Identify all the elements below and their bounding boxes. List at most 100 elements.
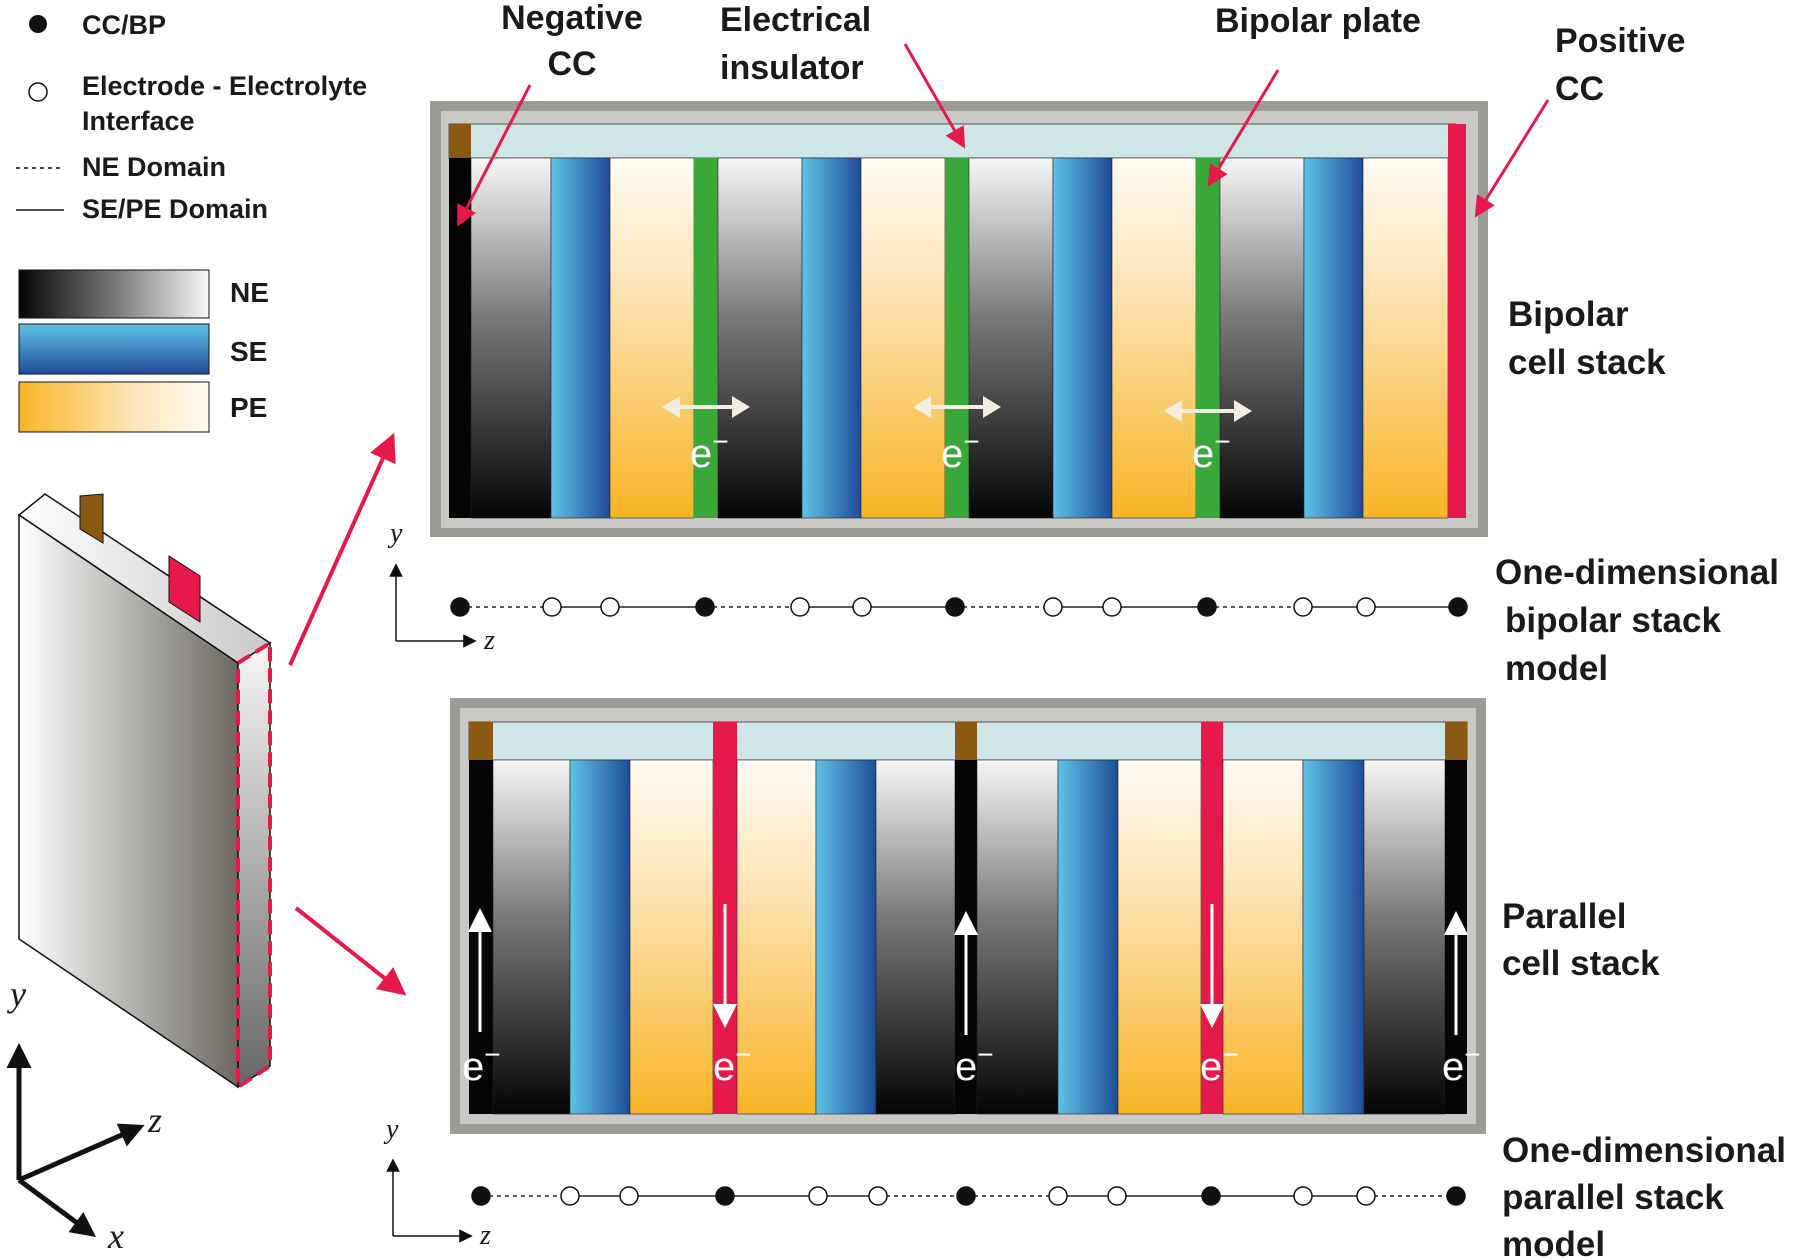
z-axis-label-3d: z: [147, 1100, 162, 1140]
z-axis-arrow-3d: [17, 1123, 145, 1183]
parallel-ne-layer-3: [976, 759, 1059, 1115]
bipolar-se-layer-1: [550, 157, 611, 519]
bipolar-1d-model: y z: [387, 518, 1468, 656]
bipolar-pe-layer-2: [860, 157, 946, 519]
bipolar-1d-interface-node: [852, 597, 872, 617]
bipolar-electron-arrow-3: [1164, 400, 1252, 422]
bipolar-pe-layer-3: [1111, 157, 1197, 519]
bipolar-1d-line: [450, 597, 1468, 617]
parallel-pe-layer-1: [629, 759, 714, 1115]
bipolar-1d-y-label: y: [387, 518, 403, 549]
parallel-1d-interface-node: [560, 1186, 580, 1206]
parallel-pe-layer-4: [1222, 759, 1304, 1115]
parallel-1d-interface-node: [1356, 1186, 1376, 1206]
bipolar-1d-interface-node: [1356, 597, 1376, 617]
parallel-ne-layer-1: [492, 759, 571, 1115]
bipolar-electron-arrow-1: [662, 396, 750, 418]
parallel-se-layer-4: [1302, 759, 1365, 1115]
parallel-tab-1: [469, 722, 493, 760]
bipolar-1d-cc-node: [945, 597, 965, 617]
bipolar-electron-label-1: e−: [690, 426, 729, 476]
bipolar-title-line1: Bipolar: [1508, 295, 1629, 334]
parallel-down-arrow-1: [713, 904, 737, 1028]
bipolar-positive-cc: [1448, 124, 1466, 518]
parallel-se-layer-3: [1057, 759, 1119, 1115]
bipolar-plate-2: [945, 158, 969, 518]
callout-negative-cc-line1: Negative: [501, 0, 643, 37]
parallel-cell-stack: e− e− e− e− e−: [450, 698, 1486, 1134]
bipolar-pe-layer-1: [609, 157, 695, 519]
bipolar-1d-cc-node: [695, 597, 715, 617]
positive-tab: [168, 555, 201, 623]
bipolar-ne-layer-2: [717, 157, 803, 519]
callout-bipolar-plate: Bipolar plate: [1215, 2, 1421, 40]
legend-interface-line1: Electrode - Electrolyte: [82, 71, 367, 101]
parallel-electron-label-1: e−: [462, 1039, 501, 1089]
ne-color-swatch: [18, 269, 210, 319]
parallel-se-layer-1: [569, 759, 631, 1115]
bipolar-model-line1: One-dimensional: [1495, 553, 1779, 592]
bipolar-1d-interface-node: [600, 597, 620, 617]
pe-color-swatch: [18, 381, 210, 433]
pointer-arrow-to-bipolar: [288, 432, 396, 666]
parallel-1d-cc-node: [1201, 1186, 1221, 1206]
bipolar-1d-cc-node: [1197, 597, 1217, 617]
se-color-swatch: [18, 323, 210, 375]
parallel-1d-cc-node: [1446, 1186, 1466, 1206]
pointer-arrow-to-parallel: [294, 906, 407, 996]
bipolar-pe-layer-4: [1362, 157, 1449, 519]
bipolar-plate-1: [694, 158, 718, 518]
legend-se-pe-domain: SE/PE Domain: [82, 194, 268, 224]
parallel-1d-interface-node: [1048, 1186, 1068, 1206]
callouts: Negative CC Electrical insulator Bipolar…: [457, 0, 1685, 227]
x-axis-label-3d: x: [107, 1216, 124, 1256]
callout-positive-cc-line2: CC: [1555, 70, 1604, 108]
bipolar-se-layer-2: [801, 157, 862, 519]
parallel-model-line3: model: [1502, 1225, 1605, 1260]
parallel-se-layer-2: [815, 759, 877, 1115]
parallel-ne-layer-4: [1363, 759, 1446, 1115]
bipolar-se-layer-4: [1303, 157, 1364, 519]
bipolar-1d-z-label: z: [483, 625, 495, 656]
parallel-tab-2: [955, 722, 977, 760]
callout-negative-cc-arrow: [457, 84, 532, 227]
callout-insulator-arrow: [903, 43, 966, 149]
parallel-1d-interface-node: [619, 1186, 639, 1206]
bipolar-negative-tab: [449, 124, 471, 158]
bipolar-ne-layer-1: [470, 157, 552, 519]
negative-tab: [79, 493, 104, 544]
parallel-1d-interface-node: [1293, 1186, 1313, 1206]
bipolar-1d-cc-node: [450, 597, 470, 617]
bipolar-electron-label-3: e−: [1192, 426, 1231, 476]
parallel-1d-line: [471, 1186, 1466, 1206]
legend-ne: NE: [230, 277, 269, 308]
parallel-1d-model: y z: [383, 1114, 1466, 1251]
parallel-up-arrow-3: [1444, 911, 1468, 1035]
bipolar-1d-interface-node: [542, 597, 562, 617]
legend: CC/BP Electrode - Electrolyte Interface …: [16, 10, 367, 433]
parallel-up-arrow-1: [468, 908, 492, 1032]
parallel-model-line1: One-dimensional: [1502, 1131, 1786, 1170]
cell-cross-section-highlight: [236, 639, 272, 1091]
parallel-1d-cc-node: [956, 1186, 976, 1206]
bipolar-electron-arrow-2: [913, 396, 1001, 418]
parallel-1d-interface-node: [1107, 1186, 1127, 1206]
bipolar-1d-cc-node: [1448, 597, 1468, 617]
bipolar-model-line3: model: [1505, 649, 1608, 688]
bipolar-model-line2: bipolar stack: [1505, 601, 1721, 640]
bipolar-plate-3: [1196, 158, 1220, 518]
parallel-layers: [469, 722, 1467, 1115]
parallel-1d-interface-node: [808, 1186, 828, 1206]
bipolar-title-line2: cell stack: [1508, 343, 1666, 382]
parallel-up-arrow-2: [954, 911, 978, 1035]
parallel-1d-z-label: z: [479, 1220, 491, 1251]
parallel-title-line1: Parallel: [1502, 897, 1627, 936]
x-axis-arrow-3d: [17, 1177, 97, 1237]
bipolar-se-layer-3: [1052, 157, 1113, 519]
bipolar-ne-layer-3: [968, 157, 1054, 519]
parallel-electron-label-4: e−: [1200, 1039, 1239, 1089]
bipolar-ne-layer-4: [1219, 157, 1305, 519]
parallel-1d-y-label: y: [383, 1114, 399, 1145]
bipolar-1d-interface-node: [1043, 597, 1063, 617]
